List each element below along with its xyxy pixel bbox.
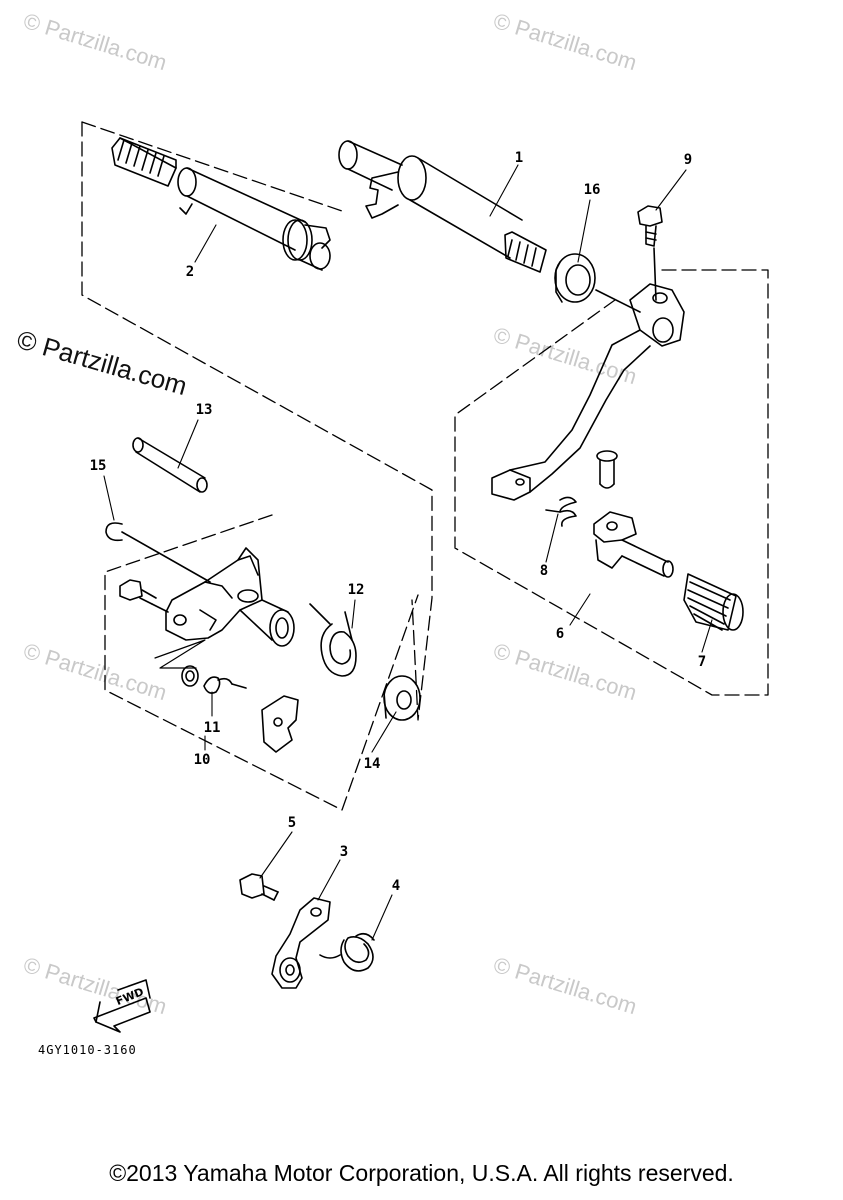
collar-part-11 [181, 665, 247, 694]
callout-9: 9 [683, 152, 693, 168]
connector-line [154, 639, 206, 669]
callout-11: 11 [203, 720, 221, 736]
copyright-footer: ©2013 Yamaha Motor Corporation, U.S.A. A… [109, 1160, 734, 1186]
callout-3: 3 [339, 844, 349, 860]
shift-shaft-part-1 [338, 140, 547, 273]
rubber-pedal-part-7 [683, 573, 744, 631]
callout-6: 6 [555, 626, 565, 642]
group-outline-shift-arm [104, 514, 419, 811]
spring-part-8 [545, 496, 577, 527]
callout-16: 16 [583, 182, 601, 198]
shift-shaft-part-2 [111, 137, 331, 271]
pin-part-13 [132, 437, 208, 493]
callout-15: 15 [89, 458, 107, 474]
callout-14: 14 [363, 756, 381, 772]
circlip-part-15 [105, 522, 211, 583]
torsion-spring-part-12 [309, 603, 357, 677]
washer-part-14 [383, 675, 421, 721]
callout-13: 13 [195, 402, 213, 418]
callout-12: 12 [347, 582, 365, 598]
callout-4: 4 [391, 878, 401, 894]
group-outline-pedal [454, 269, 769, 696]
shift-arm-bolt [119, 579, 169, 613]
stopper-plate [261, 695, 299, 753]
pedal-pin [596, 450, 618, 489]
group-outline-shaft [81, 121, 433, 721]
callout-1: 1 [514, 150, 524, 166]
shift-arm-part-10 [165, 547, 295, 647]
pedal-tip-bracket [593, 511, 674, 578]
oil-seal-part-16 [554, 253, 641, 313]
leader-lines [103, 164, 713, 941]
callout-5: 5 [287, 815, 297, 831]
callout-8: 8 [539, 563, 549, 579]
callout-2: 2 [185, 264, 195, 280]
callout-10: 10 [193, 752, 211, 768]
fwd-arrow [93, 979, 151, 1033]
stopper-lever-part-3 [271, 897, 331, 989]
spring-part-4 [319, 932, 375, 972]
callout-7: 7 [697, 654, 707, 670]
catalog-code: 4GY1010-3160 [38, 1043, 137, 1057]
bolt-part-9 [637, 205, 663, 301]
shift-pedal-part-6 [491, 283, 685, 501]
bolt-part-5 [239, 873, 279, 901]
